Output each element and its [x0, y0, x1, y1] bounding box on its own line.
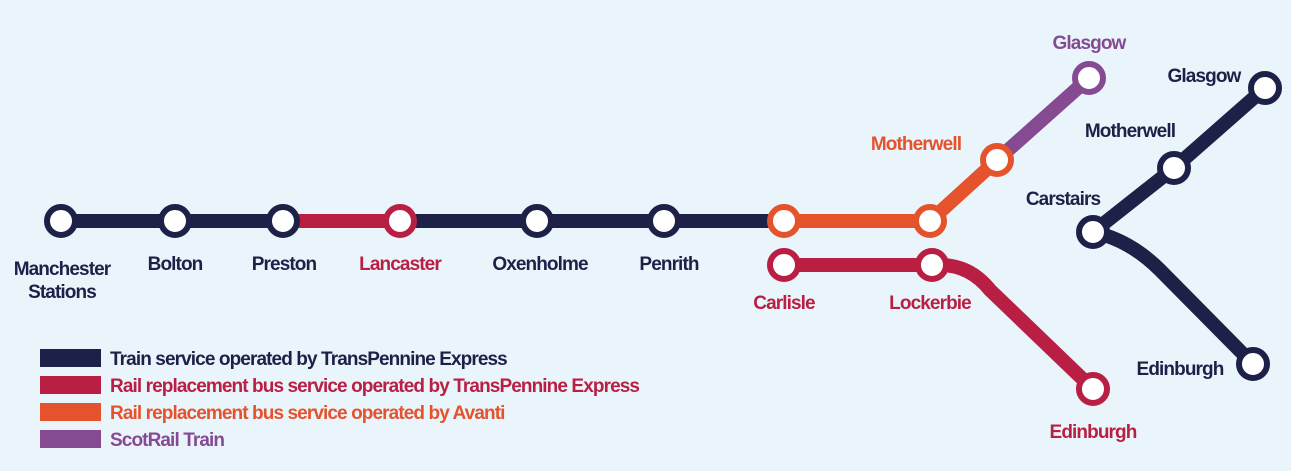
label-manchester-2: Stations — [28, 282, 96, 303]
legend-label-scotrail: ScotRail Train — [110, 430, 224, 451]
label-manchester-1: Manchester — [14, 259, 112, 280]
station-bolton[interactable] — [158, 204, 192, 238]
legend-label-avanti-bus: Rail replacement bus service operated by… — [110, 403, 505, 424]
station-preston[interactable] — [266, 204, 300, 238]
station-oxenholme[interactable] — [520, 204, 554, 238]
station-lockerbie-avanti[interactable] — [913, 204, 947, 238]
label-carlisle: Carlisle — [753, 293, 815, 314]
label-carstairs: Carstairs — [1026, 189, 1101, 210]
station-edinburgh-bus[interactable] — [1076, 372, 1110, 406]
label-edinburgh-tpe: Edinburgh — [1137, 359, 1224, 380]
legend-swatch-tpe-bus — [40, 376, 101, 394]
legend-swatch-avanti-bus — [40, 403, 101, 421]
station-lockerbie-bus[interactable] — [915, 248, 949, 282]
label-glasgow-scotrail: Glasgow — [1053, 33, 1127, 54]
label-motherwell-avanti: Motherwell — [871, 134, 961, 155]
station-motherwell-tpe[interactable] — [1157, 151, 1191, 185]
station-penrith[interactable] — [647, 204, 681, 238]
label-lockerbie: Lockerbie — [889, 293, 971, 314]
legend: Train service operated by TransPennine E… — [40, 349, 640, 451]
station-glasgow-scotrail[interactable] — [1072, 61, 1106, 95]
label-lancaster: Lancaster — [359, 254, 442, 275]
line-scotrail — [990, 71, 1096, 167]
label-edinburgh-bus: Edinburgh — [1050, 422, 1137, 443]
legend-swatch-scotrail — [40, 430, 101, 448]
label-glasgow-tpe: Glasgow — [1168, 66, 1242, 87]
station-carlisle-avanti[interactable] — [767, 204, 801, 238]
label-penrith: Penrith — [639, 254, 698, 275]
station-carlisle-bus[interactable] — [767, 248, 801, 282]
legend-label-tpe-bus: Rail replacement bus service operated by… — [110, 376, 639, 397]
station-motherwell-avanti[interactable] — [980, 143, 1014, 177]
station-edinburgh-tpe[interactable] — [1236, 347, 1270, 381]
station-manchester[interactable] — [44, 204, 78, 238]
label-motherwell-tpe: Motherwell — [1085, 121, 1175, 142]
legend-label-tpe-train: Train service operated by TransPennine E… — [110, 349, 507, 370]
label-preston: Preston — [252, 254, 317, 275]
station-glasgow-tpe[interactable] — [1248, 71, 1282, 105]
station-carstairs[interactable] — [1076, 215, 1110, 249]
station-lancaster[interactable] — [383, 204, 417, 238]
legend-swatch-tpe-train — [40, 349, 101, 367]
label-bolton: Bolton — [148, 254, 203, 275]
label-oxenholme: Oxenholme — [492, 254, 588, 275]
